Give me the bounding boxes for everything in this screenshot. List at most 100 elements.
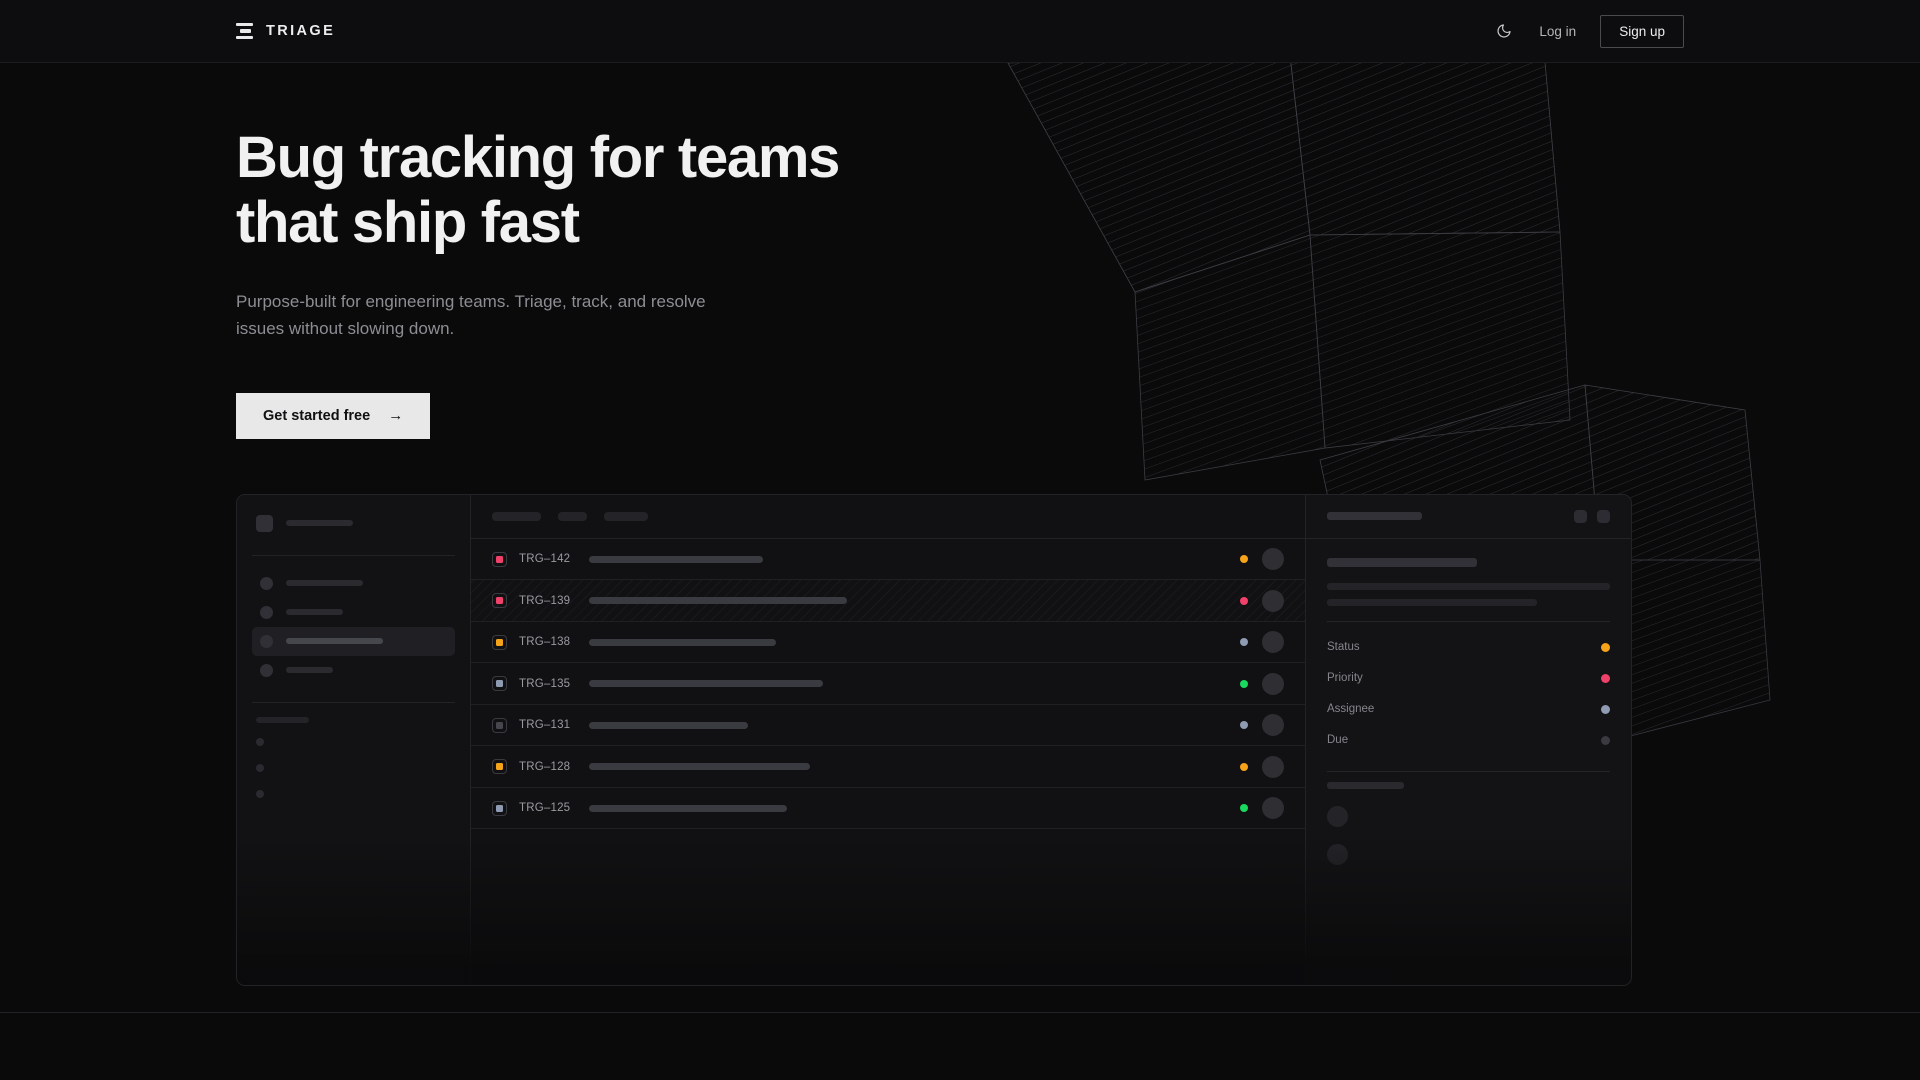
detail-title-placeholder (1327, 557, 1477, 567)
property-value-dot (1601, 735, 1610, 745)
issue-title-placeholder (589, 680, 823, 688)
detail-breadcrumb-placeholder (1327, 512, 1422, 521)
workspace-switcher[interactable] (252, 509, 455, 538)
sidebar-sub-item-2[interactable] (252, 781, 455, 807)
detail-property-due[interactable]: Due (1327, 725, 1610, 756)
hero-heading-line-1: Bug tracking for teams (236, 125, 840, 190)
sidebar-sub-item-icon (256, 737, 264, 746)
detail-divider-2 (1327, 770, 1610, 772)
issue-id: TRG–142 (519, 553, 571, 566)
avatar (1327, 843, 1348, 865)
avatar (1262, 548, 1284, 571)
detail-property-status[interactable]: Status (1327, 632, 1610, 663)
signup-button[interactable]: Sign up (1600, 14, 1684, 48)
property-value-dot (1601, 673, 1610, 683)
page-title: Bug tracking for teams that ship fast (236, 125, 936, 256)
brand-logo[interactable]: TRIAGE (236, 22, 336, 40)
issue-type-icon (492, 551, 507, 567)
hero-section: Bug tracking for teams that ship fast Pu… (0, 63, 1920, 439)
status-badge (1240, 762, 1248, 771)
sidebar-divider-2 (252, 701, 455, 703)
detail-action-button-2[interactable] (1597, 509, 1610, 523)
issue-id: TRG–138 (519, 636, 571, 649)
moon-icon[interactable] (1493, 20, 1515, 42)
issue-title-placeholder (589, 638, 776, 646)
property-label: Priority (1327, 672, 1363, 685)
avatar (1262, 714, 1284, 737)
issue-title-placeholder (589, 721, 748, 729)
table-row[interactable]: TRG–131 (471, 705, 1305, 747)
property-label: Assignee (1327, 703, 1375, 716)
table-row[interactable]: TRG–139 (471, 580, 1305, 622)
cta-label: Get started free (263, 407, 371, 424)
status-badge (1240, 638, 1248, 647)
detail-body-line-1 (1327, 598, 1537, 606)
sidebar-sub-item-icon (256, 789, 264, 798)
status-badge (1240, 596, 1248, 605)
brand-name: TRIAGE (266, 23, 336, 39)
issue-id: TRG–125 (519, 802, 571, 815)
sidebar-item-label (286, 609, 343, 616)
list-toolbar-control-1[interactable] (558, 511, 587, 521)
sidebar-item-label (286, 580, 363, 587)
sidebar-item-icon (260, 663, 273, 677)
detail-property-priority[interactable]: Priority (1327, 663, 1610, 694)
status-badge (1240, 721, 1248, 730)
property-label: Due (1327, 734, 1349, 747)
status-badge (1240, 679, 1248, 688)
issue-type-icon (492, 717, 507, 733)
detail-toolbar (1306, 495, 1631, 539)
issue-list-toolbar (471, 495, 1305, 539)
sidebar-item-icon (260, 605, 273, 619)
table-row[interactable]: TRG–128 (471, 746, 1305, 788)
sidebar-item-label (286, 638, 383, 645)
sidebar-nav (252, 569, 455, 685)
sidebar-sub-item-0[interactable] (252, 729, 455, 755)
bars-logo-icon (236, 22, 253, 40)
sidebar-item-1[interactable] (252, 598, 455, 627)
comments-label-placeholder (1327, 781, 1404, 789)
issue-type-icon (492, 593, 507, 609)
detail-action-button-1[interactable] (1574, 509, 1587, 523)
detail-comments (1327, 781, 1610, 865)
sidebar-item-2[interactable] (252, 626, 455, 656)
avatar (1327, 805, 1348, 827)
issue-title-placeholder (589, 555, 763, 563)
hero-subtext: Purpose-built for engineering teams. Tri… (236, 291, 706, 339)
list-item (1327, 843, 1610, 865)
table-row[interactable]: TRG–138 (471, 622, 1305, 664)
sidebar-sub-item-1[interactable] (252, 755, 455, 781)
issue-type-icon (492, 759, 507, 775)
detail-property-assignee[interactable]: Assignee (1327, 694, 1610, 725)
table-row[interactable]: TRG–135 (471, 663, 1305, 705)
avatar (1262, 755, 1284, 778)
property-value-dot (1601, 704, 1610, 714)
sidebar-divider (252, 554, 455, 556)
detail-description-placeholder (1327, 582, 1610, 606)
login-link[interactable]: Log in (1539, 23, 1577, 39)
section-divider (0, 1012, 1920, 1013)
property-label: Status (1327, 641, 1360, 654)
avatar (1262, 589, 1284, 612)
sidebar-sub-nav (252, 729, 455, 807)
get-started-button[interactable]: Get started free → (236, 392, 431, 439)
avatar (1262, 672, 1284, 695)
sidebar-sub-item-icon (256, 763, 264, 772)
avatar (1262, 797, 1284, 820)
sidebar-item-3[interactable] (252, 656, 455, 685)
table-row[interactable]: TRG–142 (471, 539, 1305, 581)
table-row[interactable]: TRG–125 (471, 788, 1305, 830)
detail-divider (1327, 620, 1610, 622)
list-item (1327, 805, 1610, 827)
issue-type-icon (492, 676, 507, 692)
status-badge (1240, 555, 1248, 564)
sidebar-item-0[interactable] (252, 569, 455, 598)
list-toolbar-control-2[interactable] (604, 511, 648, 521)
list-toolbar-control-0[interactable] (492, 511, 541, 521)
comment-list (1327, 805, 1610, 865)
